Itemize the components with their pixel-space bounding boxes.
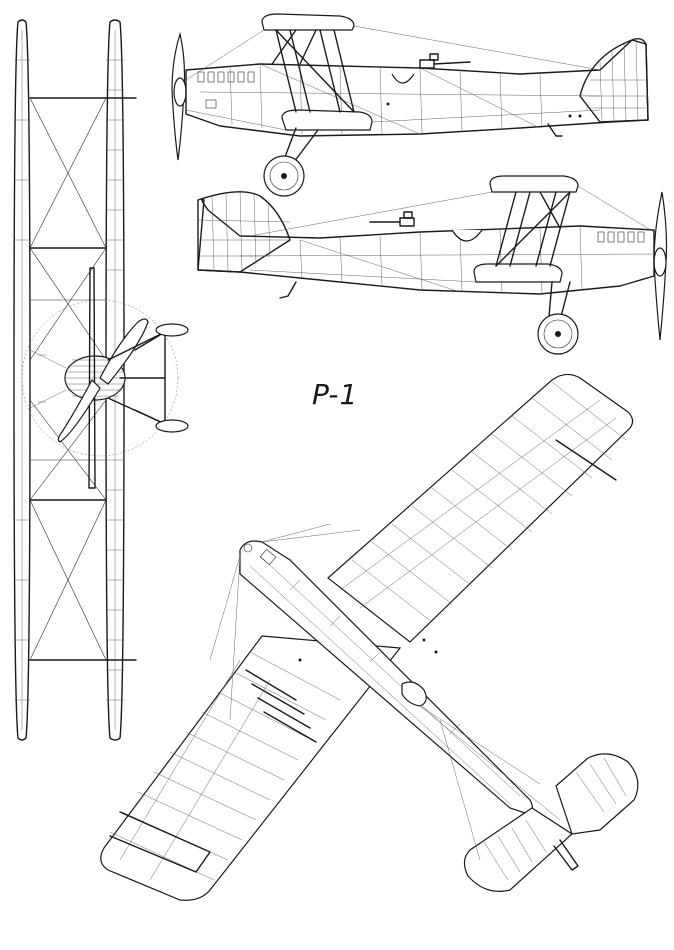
front-view <box>13 19 189 741</box>
front-view-lower-wing <box>13 19 31 741</box>
plan-view <box>100 373 639 901</box>
side-view-upper <box>171 13 649 197</box>
aircraft-designation-label: P-1 <box>312 378 359 411</box>
front-view-upper-wing <box>105 19 125 741</box>
side-view-lower <box>197 175 668 355</box>
